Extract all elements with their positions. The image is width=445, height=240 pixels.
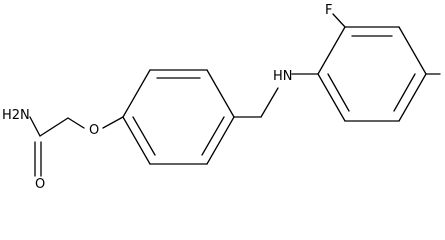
ether-oxygen-label: O <box>89 123 99 138</box>
fluorine-label: F <box>325 3 332 18</box>
amine-label: H2N <box>2 108 30 123</box>
ring1-bond-4 <box>206 116 235 165</box>
ring2-inner-2 <box>393 73 416 112</box>
ring1-bond-6 <box>122 116 151 165</box>
ring2-bond-3 <box>398 26 427 75</box>
ring2-bond-1 <box>317 26 346 75</box>
bond-oxygen-ring <box>102 116 124 129</box>
ring2-bond-4 <box>398 73 427 122</box>
bond-ch2-oxygen <box>67 117 85 129</box>
ring1-bond-3 <box>206 69 235 118</box>
ring2-inner-3 <box>327 73 350 112</box>
ring1-inner-2 <box>201 116 225 156</box>
secondary-amine-label: HN <box>273 69 293 84</box>
bond-ch2-nh <box>260 87 279 118</box>
bond-n-carbonyl <box>29 116 41 137</box>
ring2-bond-6 <box>317 73 346 122</box>
carbonyl-oxygen-label: O <box>35 177 45 189</box>
chemical-structure-diagram: H2N O O HN F <box>2 3 441 189</box>
bond-ring-fluorine <box>332 13 346 28</box>
ring1-bond-1 <box>122 69 151 118</box>
bond-carbonyl-ch2 <box>39 117 69 137</box>
ring1-inner-3 <box>132 116 156 156</box>
